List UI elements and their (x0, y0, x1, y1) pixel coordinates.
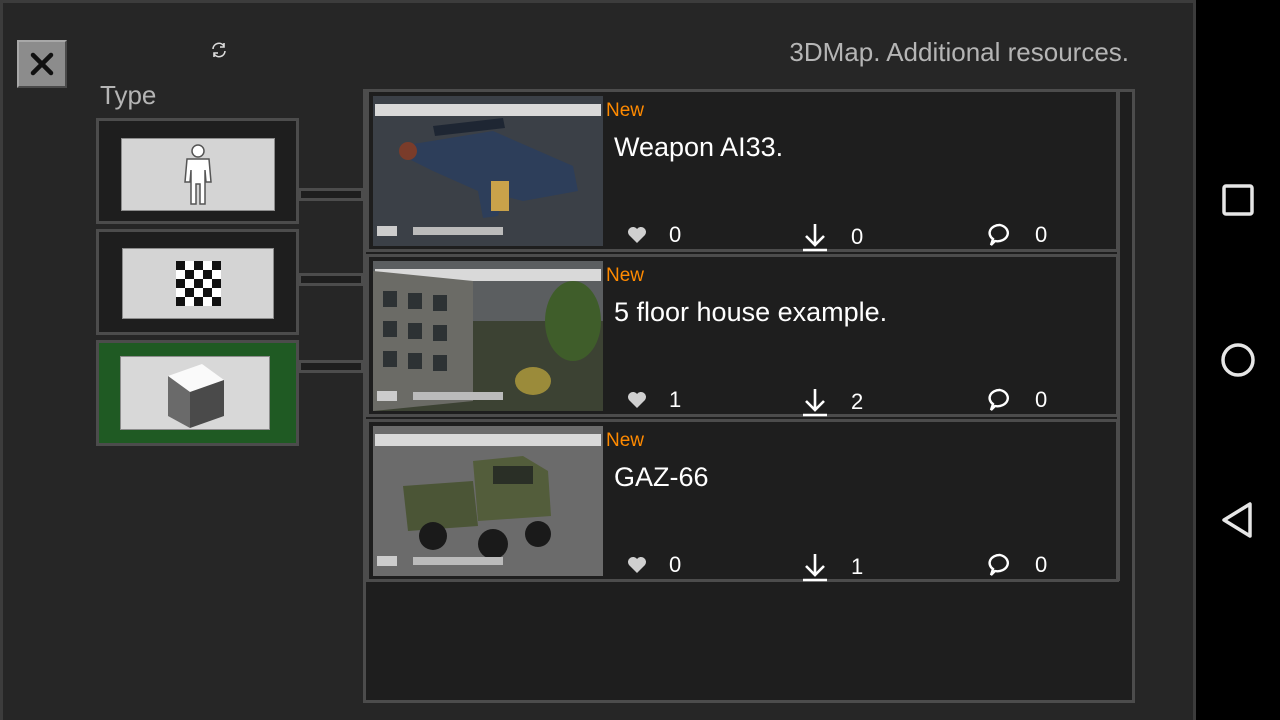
comments-stat[interactable]: 0 (987, 387, 1047, 413)
connector-3 (298, 360, 364, 373)
connector-1 (298, 188, 364, 201)
likes-count: 0 (669, 552, 682, 577)
app-window: 3DMap. Additional resources. Type (0, 0, 1196, 720)
list-scrollbar[interactable] (1117, 89, 1135, 581)
badge-new: New (606, 100, 645, 121)
badge-new: New (606, 265, 645, 286)
badge-new: New (606, 430, 645, 451)
type-button-object[interactable] (96, 340, 299, 446)
rifle-thumbnail (373, 96, 603, 246)
downloads-stat[interactable]: 1 (801, 552, 863, 582)
comments-count: 0 (1035, 387, 1048, 412)
comment-icon (988, 553, 1009, 576)
comments-count: 0 (1035, 552, 1048, 577)
likes-stat[interactable]: 1 (627, 387, 681, 413)
downloads-stat[interactable]: 2 (801, 387, 863, 417)
comments-count: 0 (1035, 222, 1048, 247)
house-thumbnail (373, 261, 603, 411)
comments-stat[interactable]: 0 (987, 552, 1047, 578)
likes-stat[interactable]: 0 (627, 552, 681, 578)
type-button-person[interactable] (96, 118, 299, 224)
heart-icon (628, 557, 646, 573)
app-title: 3DMap. Additional resources. (789, 37, 1129, 67)
comment-icon (988, 388, 1009, 411)
download-icon (803, 554, 827, 582)
list-item[interactable]: New Weapon AI33. 0 0 0 (366, 89, 1119, 252)
circle-icon[interactable] (1216, 338, 1260, 382)
download-icon (803, 224, 827, 252)
close-button[interactable] (17, 40, 67, 88)
heart-icon (628, 392, 646, 408)
triangle-back-icon[interactable] (1216, 498, 1260, 542)
download-icon (803, 389, 827, 417)
heart-icon (628, 227, 646, 243)
comments-stat[interactable]: 0 (987, 222, 1047, 248)
cube-object-icon (168, 364, 224, 428)
downloads-count: 1 (851, 554, 864, 579)
refresh-icon[interactable] (210, 41, 228, 59)
truck-thumbnail (373, 426, 603, 576)
checkerboard-texture-icon (175, 261, 221, 306)
connector-2 (298, 273, 364, 286)
likes-count: 1 (669, 387, 682, 412)
item-title: 5 floor house example. (614, 297, 888, 327)
likes-count: 0 (669, 222, 682, 247)
likes-stat[interactable]: 0 (627, 222, 681, 248)
list-item[interactable]: New 5 floor house example. 1 2 0 (366, 254, 1119, 417)
item-title: GAZ-66 (614, 462, 709, 492)
system-nav-bar (1196, 0, 1280, 720)
item-title: Weapon AI33. (614, 132, 784, 162)
downloads-count: 2 (851, 389, 864, 414)
downloads-stat[interactable]: 0 (801, 222, 863, 252)
list-item[interactable]: New GAZ-66 0 1 0 (366, 419, 1119, 582)
close-icon (30, 52, 54, 76)
type-label: Type (100, 80, 157, 110)
downloads-count: 0 (851, 224, 864, 249)
type-button-texture[interactable] (96, 229, 299, 335)
person-icon (184, 143, 212, 205)
square-icon[interactable] (1216, 178, 1260, 222)
comment-icon (988, 223, 1009, 246)
